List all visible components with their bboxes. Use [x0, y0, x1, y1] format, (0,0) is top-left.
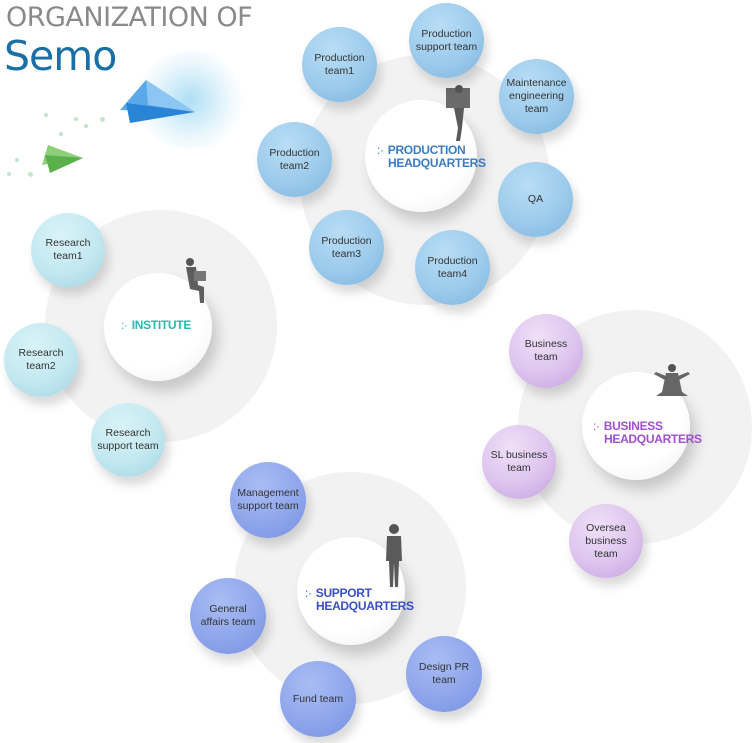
team-node[interactable]: Management support team: [230, 462, 306, 538]
team-node[interactable]: Production team2: [257, 122, 332, 197]
team-node[interactable]: QA: [498, 162, 573, 237]
production-hub-label: :·PRODUCTION HEADQUARTERS: [377, 143, 486, 170]
team-node[interactable]: Production team1: [302, 27, 377, 102]
decor-dot: [28, 172, 33, 177]
page-title-line1: ORGANIZATION OF: [6, 2, 253, 33]
decor-dot: [7, 172, 11, 176]
team-node[interactable]: Research team2: [4, 323, 78, 397]
paper-plane-blue-icon: [120, 80, 195, 123]
business-hub-label: :·BUSINESS HEADQUARTERS: [593, 419, 702, 446]
team-node[interactable]: SL business team: [482, 425, 556, 499]
team-node[interactable]: Business team: [509, 314, 583, 388]
team-node[interactable]: Production team4: [415, 230, 490, 305]
decor-dot: [15, 158, 19, 162]
team-node[interactable]: Research support team: [91, 403, 165, 477]
person-standing-icon: [386, 524, 402, 587]
page-title-company: Semo: [4, 32, 117, 80]
paper-plane-green-icon: [42, 145, 83, 173]
team-node[interactable]: General affairs team: [190, 578, 266, 654]
institute-hub[interactable]: [104, 273, 212, 381]
decor-dot: [44, 113, 48, 117]
decor-dot: [59, 132, 63, 136]
team-node[interactable]: Oversea business team: [569, 504, 643, 578]
team-node[interactable]: Fund team: [280, 661, 356, 737]
institute-hub-label: :·INSTITUTE: [121, 318, 192, 332]
person-reading-icon: [446, 85, 470, 141]
person-sitting-icon: [186, 258, 206, 303]
decor-dot: [84, 124, 88, 128]
person-meditating-icon: [654, 364, 690, 396]
team-node[interactable]: Maintenance engineering team: [499, 59, 574, 134]
decor-dot: [74, 117, 78, 121]
team-node[interactable]: Production team3: [309, 210, 384, 285]
team-node[interactable]: Design PR team: [406, 636, 482, 712]
team-node[interactable]: Production support team: [409, 3, 484, 78]
decor-dot: [100, 117, 105, 122]
team-node[interactable]: Research team1: [31, 213, 105, 287]
support-hub-label: :·SUPPORT HEADQUARTERS: [305, 586, 414, 613]
